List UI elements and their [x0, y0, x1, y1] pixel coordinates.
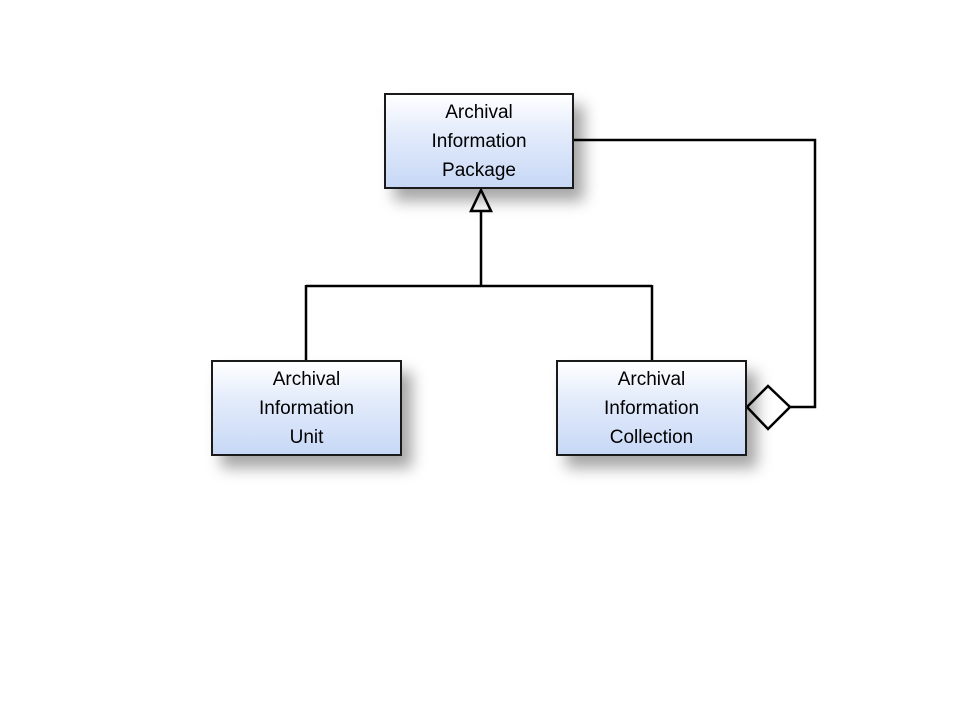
- archival-information-package-label: Archival Information Package: [431, 101, 527, 181]
- aggregation-line: [574, 138, 817, 409]
- archival-information-unit-box[interactable]: Archival Information Unit: [211, 360, 402, 456]
- archival-information-collection-label: Archival Information Collection: [603, 368, 700, 448]
- archival-information-collection-box[interactable]: Archival Information Collection: [556, 360, 747, 456]
- aggregation-diamond: [745, 384, 792, 431]
- archival-information-unit-label: Archival Information Unit: [258, 368, 355, 448]
- archival-information-package-box[interactable]: Archival Information Package: [384, 93, 574, 189]
- generalization-arrowhead: [469, 187, 493, 213]
